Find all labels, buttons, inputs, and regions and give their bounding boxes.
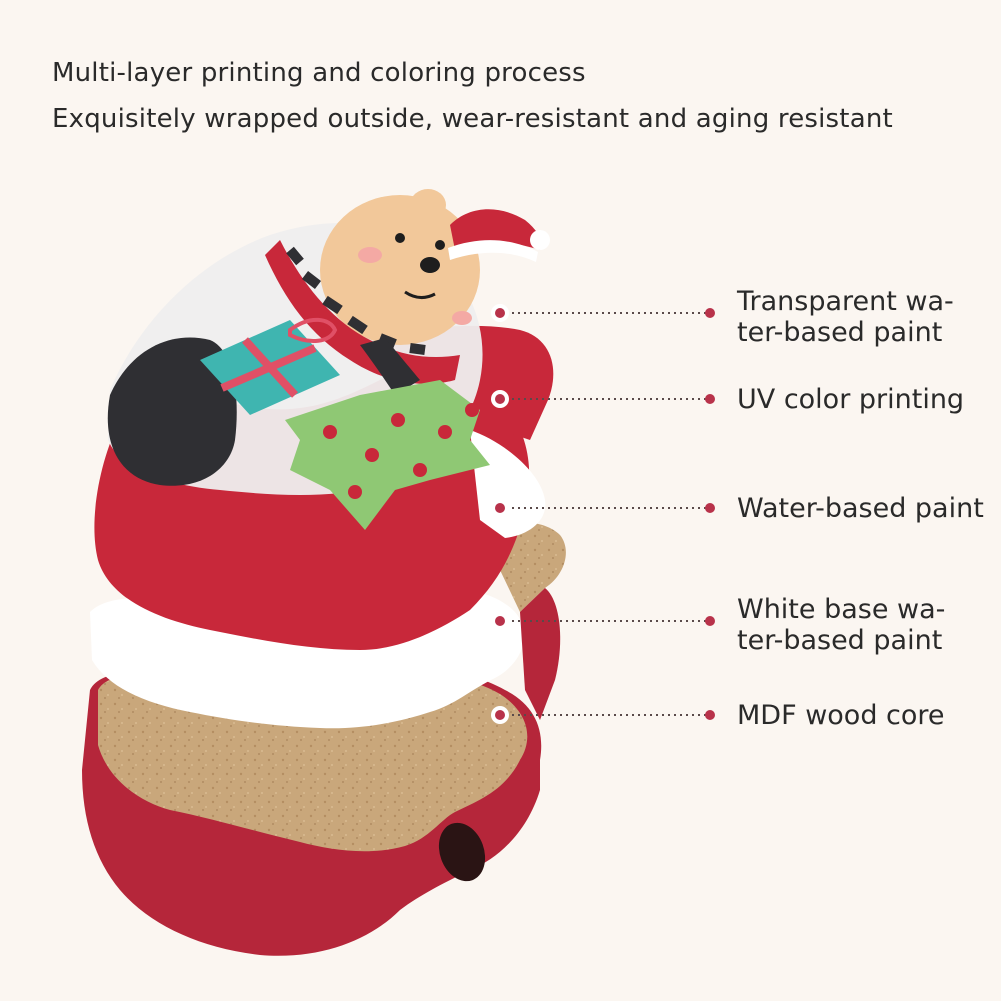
label-transparent-paint: Transparent wa- ter-based paint [737, 286, 954, 348]
label-white-base: White base wa- ter-based paint [737, 594, 945, 656]
mdf-wood-core-layer [82, 671, 542, 956]
uv-color-printing-layer [107, 189, 550, 530]
headline-wear-resistance: Exquisitely wrapped outside, wear-resist… [52, 104, 893, 134]
callout-uv-printing [491, 390, 715, 408]
label-line: Water-based paint [737, 493, 984, 524]
callout-mdf-core [491, 706, 715, 724]
santa-hat-icon [450, 209, 542, 250]
scarf-icon [265, 240, 460, 384]
bear-head-icon [320, 195, 480, 345]
headline-printing-process: Multi-layer printing and coloring proces… [52, 58, 586, 88]
callout-transparent-paint [491, 304, 715, 322]
gift-box-icon [200, 317, 340, 415]
label-line: UV color printing [737, 384, 965, 415]
label-uv-printing: UV color printing [737, 384, 964, 415]
callout-white-base [491, 612, 715, 630]
label-water-paint: Water-based paint [737, 493, 984, 524]
label-line: White base wa- [737, 594, 946, 625]
label-line: ter-based paint [737, 317, 943, 348]
label-line: Transparent wa- [737, 286, 954, 317]
label-line: ter-based paint [737, 625, 943, 656]
label-line: MDF wood core [737, 700, 945, 731]
label-mdf-core: MDF wood core [737, 700, 945, 731]
callout-water-paint [491, 499, 715, 517]
christmas-tree-icon [285, 380, 490, 530]
